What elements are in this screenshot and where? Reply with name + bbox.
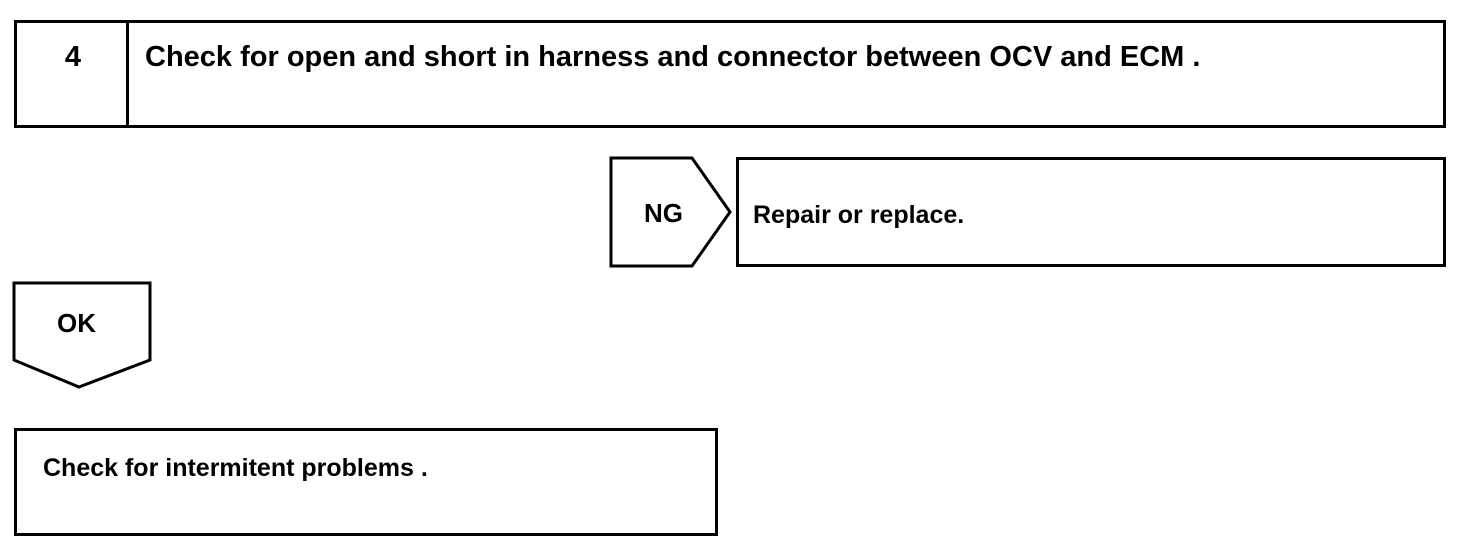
ok-arrow-shape bbox=[12, 281, 152, 389]
ng-result-box: Repair or replace. bbox=[736, 157, 1446, 267]
ng-label: NG bbox=[644, 198, 683, 228]
ok-result-text: Check for intermitent problems . bbox=[43, 454, 428, 482]
step-title: Check for open and short in harness and … bbox=[145, 41, 1201, 73]
ok-result-box: Check for intermitent problems . bbox=[14, 428, 718, 536]
step-number-cell: 4 bbox=[17, 23, 129, 125]
step-number: 4 bbox=[64, 41, 82, 73]
ng-arrow-shape bbox=[609, 156, 732, 268]
ok-label: OK bbox=[57, 308, 96, 338]
ng-result-text: Repair or replace. bbox=[753, 201, 965, 229]
step-box: 4 Check for open and short in harness an… bbox=[14, 20, 1446, 128]
